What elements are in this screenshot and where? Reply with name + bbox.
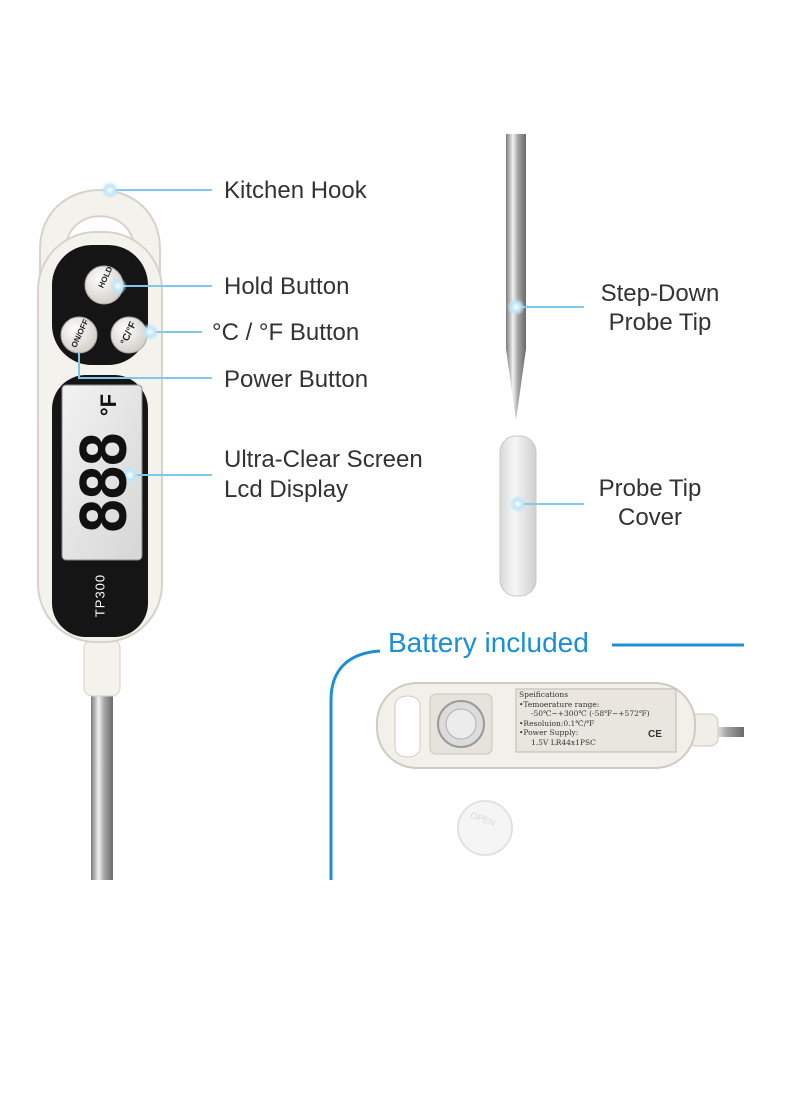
spec-line-3: •Resoluion:0.1℃/℉: [519, 718, 595, 728]
lcd-unit: °F: [96, 393, 122, 417]
spec-text: Speifications •Temoerature range: -50℃~+…: [519, 690, 675, 747]
spec-line-2: -50℃~+300℃ (-58℉~+572℉): [531, 709, 650, 718]
cover-label-line2: Cover: [617, 504, 683, 531]
screen-label-line2: Lcd Display: [224, 476, 349, 503]
probe-tip-cover: [499, 435, 537, 597]
thermometer-back: [376, 682, 744, 856]
probe-neck: [83, 639, 121, 697]
spec-line-4: •Power Supply:: [519, 728, 579, 737]
thermometer-main: [37, 189, 163, 880]
cover-label-line1: Probe Tip: [598, 475, 702, 502]
back-probe: [700, 727, 744, 737]
callout-lines: [78, 189, 584, 505]
power-button-label: Power Button: [224, 366, 369, 393]
step-down-probe: [506, 134, 526, 420]
probe-tip-label-line2: Probe Tip: [608, 309, 712, 336]
probe-tip-label-line1: Step-Down: [600, 280, 720, 307]
callout-dots: [101, 181, 527, 513]
kitchen-hook-label: Kitchen Hook: [224, 177, 367, 204]
spec-heading: Speifications: [519, 690, 569, 699]
spec-line-5: 1.5V LR44x1PSC: [531, 737, 596, 747]
ce-mark: CE: [648, 729, 662, 740]
probe-shaft: [91, 690, 113, 880]
lcd-screen: [61, 384, 143, 561]
spec-label: [515, 688, 677, 753]
screen-label-line1: Ultra-Clear Screen: [224, 446, 423, 473]
hold-button-label: Hold Button: [224, 273, 350, 300]
model-label: TP300: [92, 573, 108, 618]
battery-cap: [457, 800, 513, 856]
unit-button-label: °C / °F Button: [212, 319, 360, 346]
spec-line-1: •Temoerature range:: [519, 699, 600, 709]
battery-included-title: Battery included: [388, 627, 589, 658]
battery-frame: [329, 643, 744, 880]
lcd-digits: 888: [67, 434, 141, 535]
